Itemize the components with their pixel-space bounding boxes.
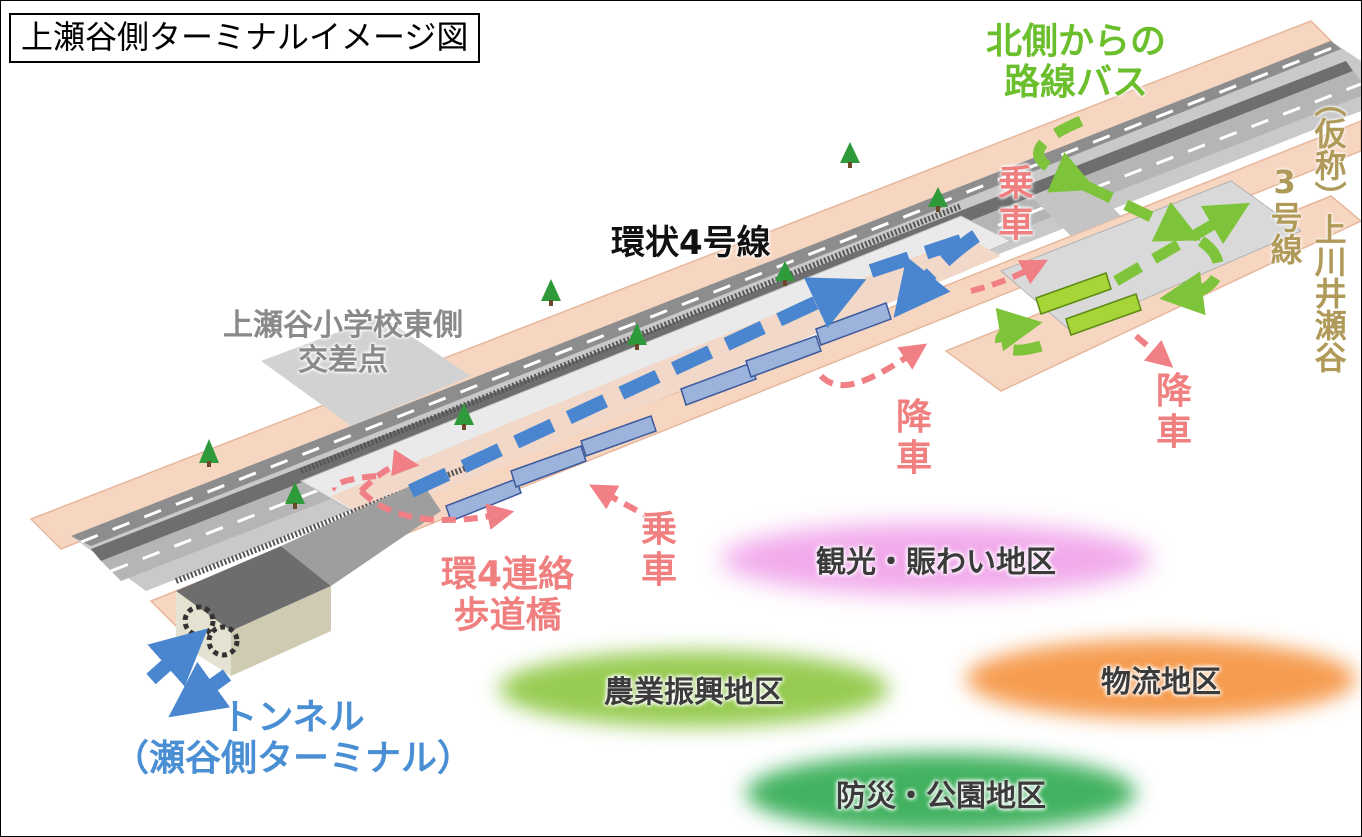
district-glow [499, 651, 889, 727]
district-glow [721, 523, 1151, 595]
route3-sub-label: 3号線 [1265, 163, 1304, 265]
pink-arrows [331, 259, 1174, 530]
district-disaster-park: 防災・公園地区 [746, 753, 1136, 833]
tunnel-portal [176, 481, 441, 676]
alighting-label-right: 降 車 [1156, 371, 1193, 454]
green-buses [1035, 272, 1142, 336]
district-tourism: 観光・賑わい地区 [721, 523, 1151, 595]
trees [199, 142, 948, 509]
cross-street [261, 316, 471, 426]
district-name: 農業振興地区 [604, 675, 784, 710]
district-agriculture: 農業振興地区 [499, 651, 889, 727]
boarding-label-bottom: 乗 車 [641, 509, 678, 592]
tunnel-label: トンネル （瀬谷側ターミナル） [113, 697, 474, 780]
north-bus-label: 北側からの 路線バス [986, 21, 1167, 104]
intersection-label: 上瀬谷小学校東側 交差点 [223, 308, 463, 378]
district-name: 観光・賑わい地区 [816, 545, 1056, 580]
tunnel-arrows [146, 628, 232, 718]
district-logistics: 物流地区 [966, 639, 1356, 719]
alighting-label-middle: 降 車 [896, 397, 933, 480]
ring-road-label: 環状4号線 [611, 223, 771, 263]
district-name: 物流地区 [1101, 665, 1221, 700]
blue-arrows [408, 230, 980, 498]
boarding-label-top: 乗 車 [998, 163, 1035, 246]
footbridge-label: 環4連絡 歩道橋 [441, 554, 575, 637]
diagram-title: 上瀬谷側ターミナルイメージ図 [9, 13, 481, 63]
green-arrows [995, 115, 1251, 356]
district-glow [966, 639, 1356, 719]
route3-label: （仮称）上川井瀬谷 [1309, 85, 1348, 373]
district-name: 防災・公園地区 [836, 779, 1046, 814]
district-glow [746, 753, 1136, 833]
